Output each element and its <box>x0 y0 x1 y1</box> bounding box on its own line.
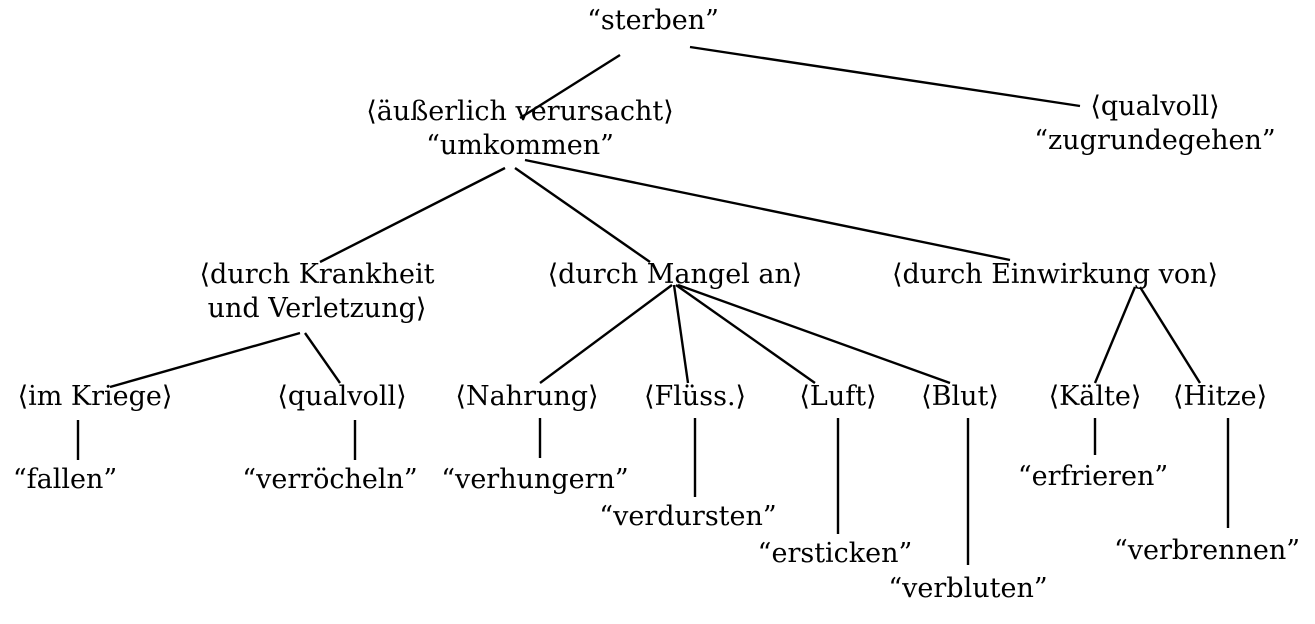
edge-einwirkung-hitze <box>1138 286 1202 384</box>
condition-qualvoll-low: ⟨qualvoll⟩ <box>277 381 407 412</box>
node-nahrung: ⟨Nahrung⟩ <box>455 380 598 414</box>
node-im-kriege: ⟨im Kriege⟩ <box>18 380 173 414</box>
node-hitze: ⟨Hitze⟩ <box>1173 380 1267 414</box>
word-verdursten: “verdursten” <box>599 501 777 532</box>
node-luft: ⟨Luft⟩ <box>799 380 876 414</box>
edge-umkommen-mangel <box>514 167 651 263</box>
node-verdursten: “verdursten” <box>599 500 776 534</box>
condition-qualvoll-top: ⟨qualvoll⟩ <box>1090 91 1220 122</box>
node-erfrieren: “erfrieren” <box>1018 460 1168 494</box>
condition-krankheit-line1: ⟨durch Krankheit <box>199 259 435 290</box>
word-umkommen: “umkommen” <box>426 130 614 161</box>
node-verhungern: “verhungern” <box>441 463 628 497</box>
word-erfrieren: “erfrieren” <box>1017 461 1169 492</box>
condition-durch-einwirkung: ⟨durch Einwirkung von⟩ <box>891 259 1219 290</box>
word-sterben: “sterben” <box>587 5 719 36</box>
node-blut: ⟨Blut⟩ <box>921 380 999 414</box>
edge-mangel-luft <box>675 284 816 384</box>
condition-krankheit-line2: und Verletzung⟩ <box>207 293 427 324</box>
node-aeusserlich-verursacht: ⟨äußerlich verursacht⟩ “umkommen” <box>366 95 674 163</box>
node-durch-mangel: ⟨durch Mangel an⟩ <box>548 258 803 292</box>
edge-mangel-nahrung <box>539 284 673 384</box>
edge-sterben-umkommen <box>519 53 621 120</box>
edge-einwirkung-kaelte <box>1093 286 1137 384</box>
node-sterben: “sterben” <box>587 4 719 38</box>
condition-luft: ⟨Luft⟩ <box>799 381 877 412</box>
node-ersticken: “ersticken” <box>758 537 913 571</box>
edge-krankheit-qualvoll <box>304 332 341 384</box>
node-kaelte: ⟨Kälte⟩ <box>1049 380 1142 414</box>
word-verhungern: “verhungern” <box>441 464 629 495</box>
edge-umkommen-krankheit <box>319 166 506 264</box>
node-qualvoll-low: ⟨qualvoll⟩ <box>277 380 406 414</box>
word-verroecheln: “verröcheln” <box>242 464 418 495</box>
node-durch-krankheit: ⟨durch Krankheit und Verletzung⟩ <box>200 258 435 326</box>
word-verbrennen: “verbrennen” <box>1113 535 1301 566</box>
condition-blut: ⟨Blut⟩ <box>921 381 999 412</box>
node-fluess: ⟨Flüss.⟩ <box>644 380 746 414</box>
word-ersticken: “ersticken” <box>757 538 913 569</box>
node-verbrennen: “verbrennen” <box>1114 534 1300 568</box>
condition-im-kriege: ⟨im Kriege⟩ <box>17 381 173 412</box>
node-verroecheln: “verröcheln” <box>242 463 417 497</box>
condition-fluess: ⟨Flüss.⟩ <box>643 381 747 412</box>
node-qualvoll-top: ⟨qualvoll⟩ “zugrundegehen” <box>1034 90 1275 158</box>
edge-mangel-fluess <box>672 284 690 384</box>
node-fallen: “fallen” <box>13 463 117 497</box>
word-verbluten: “verbluten” <box>888 573 1048 604</box>
edge-krankheit-krieg <box>109 331 301 389</box>
condition-hitze: ⟨Hitze⟩ <box>1172 381 1268 412</box>
word-zugrundegehen: “zugrundegehen” <box>1034 125 1276 156</box>
condition-durch-mangel: ⟨durch Mangel an⟩ <box>547 259 803 290</box>
edge-umkommen-einwirkung <box>524 158 1011 262</box>
node-durch-einwirkung: ⟨durch Einwirkung von⟩ <box>892 258 1218 292</box>
word-fallen: “fallen” <box>12 464 118 495</box>
condition-nahrung: ⟨Nahrung⟩ <box>455 381 599 412</box>
condition-aeusserlich-verursacht: ⟨äußerlich verursacht⟩ <box>366 96 674 127</box>
edge-sterben-zugrundegehen <box>689 45 1081 108</box>
edge-mangel-blut <box>677 283 951 385</box>
node-verbluten: “verbluten” <box>888 572 1047 606</box>
condition-kaelte: ⟨Kälte⟩ <box>1048 381 1142 412</box>
